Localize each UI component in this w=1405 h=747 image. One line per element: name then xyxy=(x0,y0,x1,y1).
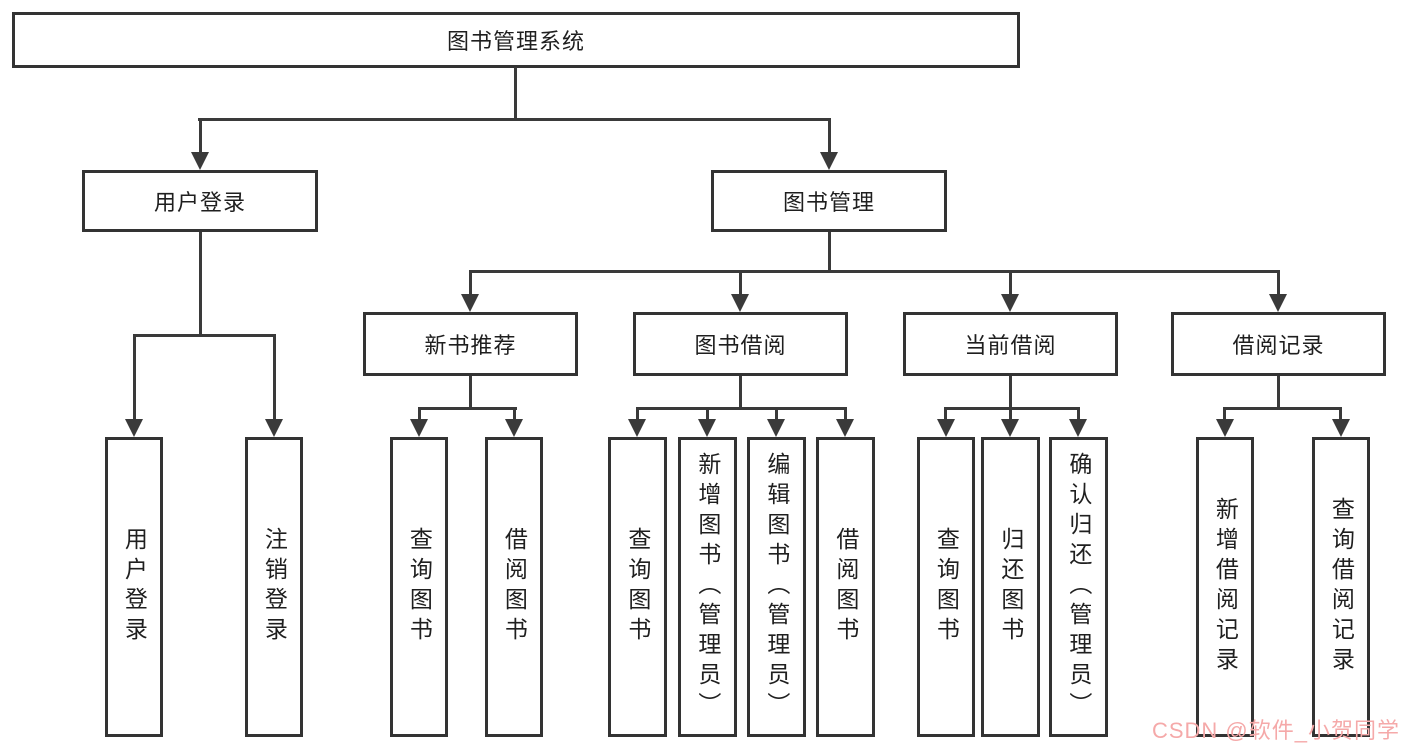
leaf-label: 查询图书 xyxy=(933,527,960,647)
new-book-branch-line xyxy=(418,407,517,410)
arrow-down-icon xyxy=(1001,294,1019,312)
node-library-system: 图书管理系统 xyxy=(12,12,1020,68)
drop-line xyxy=(513,407,516,421)
drop-line xyxy=(944,407,947,421)
node-current-borrowing: 当前借阅 xyxy=(903,312,1118,376)
arrow-down-icon xyxy=(1001,419,1019,437)
leaf-logout: 注销登录 xyxy=(245,437,303,737)
leaf-label: 新增借阅记录 xyxy=(1212,497,1239,677)
arrow-down-icon xyxy=(505,419,523,437)
leaf-edit-books-admin: 编辑图书（管理员） xyxy=(747,437,806,737)
arrow-down-icon xyxy=(820,152,838,170)
level2-trunk-line xyxy=(198,118,831,121)
leaf-label: 注销登录 xyxy=(261,527,288,647)
arrow-down-icon xyxy=(731,294,749,312)
leaf-query-books-borrow: 查询图书 xyxy=(608,437,667,737)
arrow-down-icon xyxy=(836,419,854,437)
drop-line xyxy=(469,270,472,296)
leaf-add-books-admin: 新增图书（管理员） xyxy=(678,437,737,737)
user-login-stem-line xyxy=(199,232,202,337)
drop-line xyxy=(706,407,709,421)
book-mgmt-drop-line xyxy=(828,118,831,154)
leaf-query-books-recommend: 查询图书 xyxy=(390,437,448,737)
node-book-management: 图书管理 xyxy=(711,170,947,232)
leaf-borrow-books: 借阅图书 xyxy=(816,437,875,737)
arrow-down-icon xyxy=(410,419,428,437)
drop-line xyxy=(1339,407,1342,421)
drop-line xyxy=(1009,270,1012,296)
leaf-query-books-current: 查询图书 xyxy=(917,437,975,737)
arrow-down-icon xyxy=(937,419,955,437)
user-login-drop-line xyxy=(199,118,202,154)
leaf-query-borrow-record: 查询借阅记录 xyxy=(1312,437,1370,737)
leaf-user-login: 用户登录 xyxy=(105,437,163,737)
watermark: CSDN @软件_小贺同学 xyxy=(1151,718,1400,743)
leaf-label: 用户登录 xyxy=(121,527,148,647)
arrow-down-icon xyxy=(628,419,646,437)
node-borrowing-records: 借阅记录 xyxy=(1171,312,1386,376)
drop-line xyxy=(1077,407,1080,421)
drop-line xyxy=(1009,407,1012,421)
leaf-confirm-return-admin: 确认归还（管理员） xyxy=(1049,437,1108,737)
arrow-down-icon xyxy=(191,152,209,170)
arrow-down-icon xyxy=(1269,294,1287,312)
arrow-down-icon xyxy=(1216,419,1234,437)
arrow-down-icon xyxy=(125,419,143,437)
book-borrow-branch-line xyxy=(636,407,847,410)
root-stem-line xyxy=(514,67,517,118)
node-new-book-recommend: 新书推荐 xyxy=(363,312,578,376)
book-borrow-stem-line xyxy=(739,376,742,410)
drop-line xyxy=(273,334,276,420)
drop-line xyxy=(133,334,136,420)
arrow-down-icon xyxy=(767,419,785,437)
drop-line xyxy=(1277,270,1280,296)
drop-line xyxy=(775,407,778,421)
book-mgmt-stem-line xyxy=(828,232,831,273)
drop-line xyxy=(636,407,639,421)
drop-line xyxy=(844,407,847,421)
leaf-label: 借阅图书 xyxy=(832,527,859,647)
leaf-label: 新增图书（管理员） xyxy=(694,452,721,722)
leaf-label: 查询图书 xyxy=(406,527,433,647)
arrow-down-icon xyxy=(1332,419,1350,437)
arrow-down-icon xyxy=(1069,419,1087,437)
leaf-label: 编辑图书（管理员） xyxy=(763,452,790,722)
leaf-label: 借阅图书 xyxy=(501,527,528,647)
new-book-stem-line xyxy=(469,376,472,410)
leaf-add-borrow-record: 新增借阅记录 xyxy=(1196,437,1254,737)
leaf-label: 归还图书 xyxy=(997,527,1024,647)
user-login-branch-line xyxy=(133,334,276,337)
node-user-login: 用户登录 xyxy=(82,170,318,232)
level3-trunk-line xyxy=(469,270,1280,273)
leaf-return-books: 归还图书 xyxy=(981,437,1040,737)
node-book-borrowing: 图书借阅 xyxy=(633,312,848,376)
current-borrow-stem-line xyxy=(1009,376,1012,410)
leaf-label: 确认归还（管理员） xyxy=(1065,452,1092,722)
leaf-label: 查询图书 xyxy=(624,527,651,647)
leaf-label: 查询借阅记录 xyxy=(1328,497,1355,677)
arrow-down-icon xyxy=(265,419,283,437)
arrow-down-icon xyxy=(461,294,479,312)
drop-line xyxy=(739,270,742,296)
current-borrow-branch-line xyxy=(944,407,1080,410)
leaf-borrow-books-recommend: 借阅图书 xyxy=(485,437,543,737)
drop-line xyxy=(1223,407,1226,421)
drop-line xyxy=(418,407,421,421)
records-stem-line xyxy=(1277,376,1280,410)
arrow-down-icon xyxy=(698,419,716,437)
records-branch-line xyxy=(1223,407,1342,410)
